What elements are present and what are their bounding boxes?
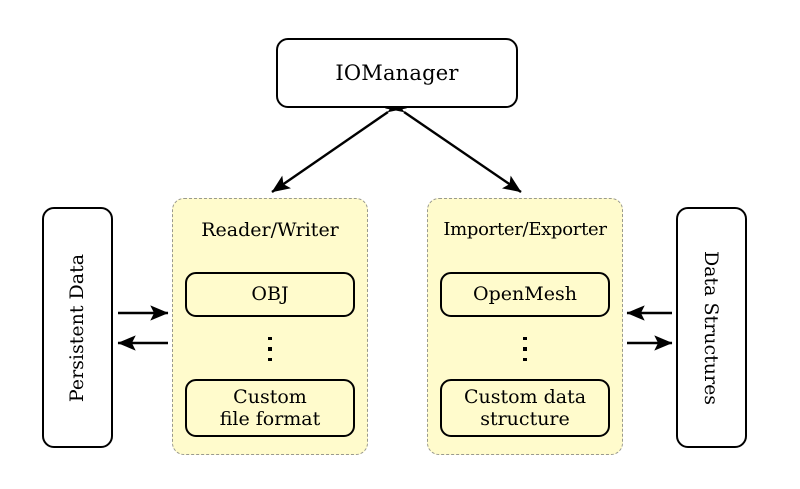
ellipsis-reader-writer [173, 337, 367, 362]
group-importer-exporter[interactable]: Importer/Exporter OpenMesh Custom data s… [427, 198, 623, 455]
ellipsis-dot [523, 337, 527, 341]
item-custom-file-format-line1: Custom [233, 385, 307, 408]
item-custom-data-structure[interactable]: Custom data structure [440, 379, 610, 437]
item-custom-file-format-label: Custom file format [220, 386, 321, 431]
item-custom-data-structure-line2: structure [480, 408, 570, 430]
ellipsis-dot [268, 357, 272, 362]
group-reader-writer[interactable]: Reader/Writer OBJ Custom file format [172, 198, 368, 455]
ellipsis-dot [268, 347, 272, 351]
item-obj-label: OBJ [251, 283, 289, 306]
item-custom-data-structure-line1: Custom data [463, 385, 587, 408]
group-importer-exporter-title: Importer/Exporter [443, 219, 607, 240]
data-structures-label: Data Structures [700, 250, 723, 405]
item-openmesh[interactable]: OpenMesh [440, 272, 610, 317]
item-custom-file-format-line2: file format [219, 408, 321, 430]
persistent-data-label: Persistent Data [66, 253, 89, 402]
item-obj[interactable]: OBJ [185, 272, 355, 317]
arrow-iomanager-reader-writer [271, 95, 407, 193]
node-data-structures[interactable]: Data Structures [676, 207, 747, 448]
ellipsis-dot [268, 337, 272, 341]
group-reader-writer-title: Reader/Writer [201, 219, 339, 241]
iomanager-label: IOManager [335, 61, 459, 85]
ellipsis-dot [523, 357, 527, 362]
item-custom-data-structure-label: Custom data structure [464, 386, 586, 431]
node-persistent-data[interactable]: Persistent Data [42, 207, 113, 448]
node-iomanager[interactable]: IOManager [276, 38, 518, 108]
ellipsis-dot [523, 347, 527, 351]
ellipsis-importer-exporter [428, 337, 622, 362]
item-openmesh-label: OpenMesh [473, 283, 577, 306]
item-custom-file-format[interactable]: Custom file format [185, 379, 355, 437]
arrow-iomanager-importer-exporter [385, 95, 522, 193]
